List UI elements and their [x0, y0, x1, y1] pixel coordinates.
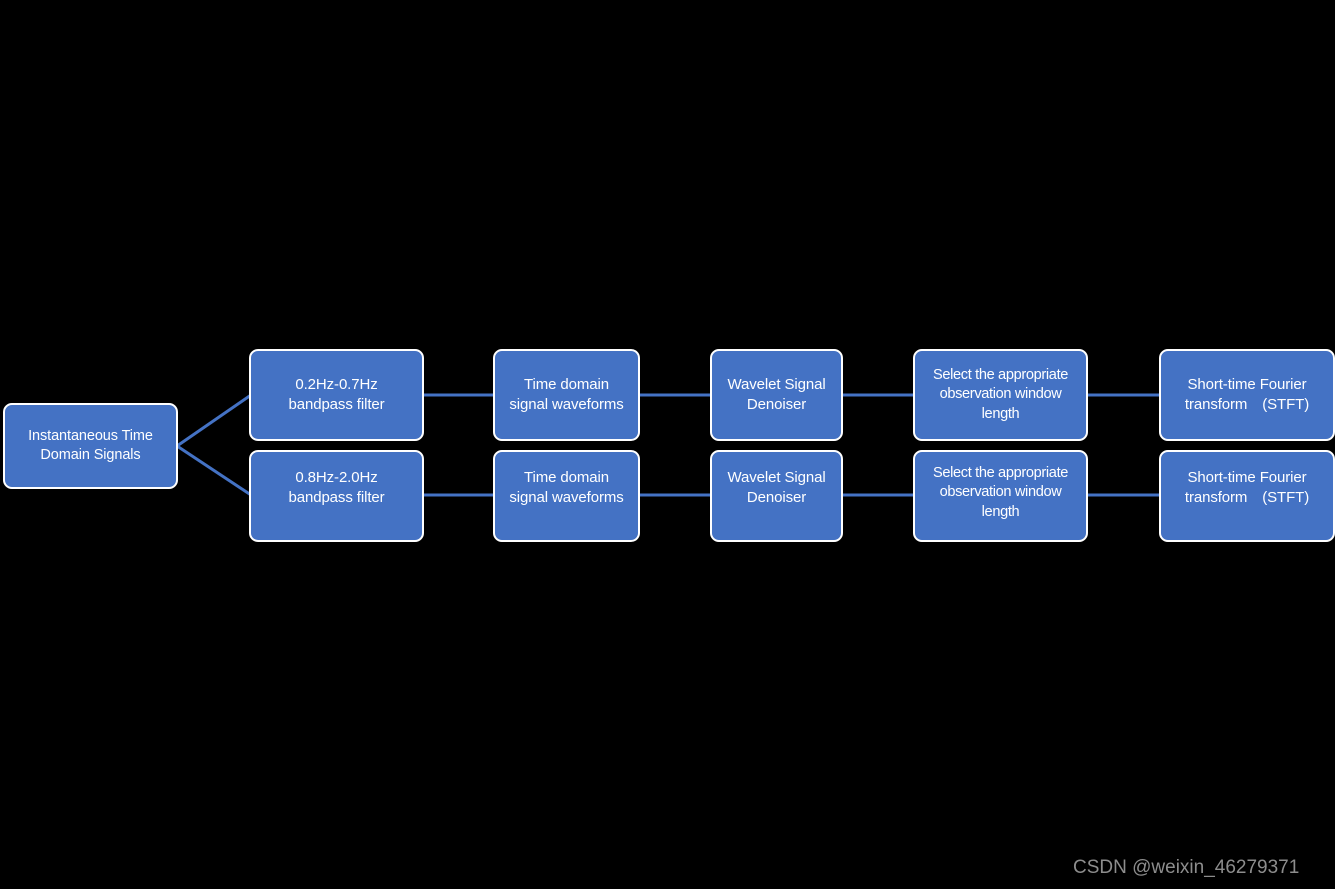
- connector-source-to-high-band-chain: [176, 444, 252, 497]
- connector-source-to-low-band-chain: [176, 393, 252, 448]
- node-high-band-chain-step-4[interactable]: Select the appropriate observation windo…: [913, 450, 1088, 542]
- node-high-band-chain-step-2[interactable]: Time domain signal waveforms: [493, 450, 640, 542]
- node-low-band-chain-step-5[interactable]: Short-time Fourier transform (STFT): [1159, 349, 1335, 441]
- node-low-band-chain-step-1[interactable]: 0.2Hz-0.7Hz bandpass filter: [249, 349, 424, 441]
- node-instantaneous-time-domain-signals[interactable]: Instantaneous Time Domain Signals: [3, 403, 178, 489]
- node-low-band-chain-step-4[interactable]: Select the appropriate observation windo…: [913, 349, 1088, 441]
- node-high-band-chain-step-5[interactable]: Short-time Fourier transform (STFT): [1159, 450, 1335, 542]
- node-high-band-chain-step-3[interactable]: Wavelet Signal Denoiser: [710, 450, 843, 542]
- csdn-watermark: CSDN @weixin_46279371: [1073, 857, 1300, 878]
- node-low-band-chain-step-3[interactable]: Wavelet Signal Denoiser: [710, 349, 843, 441]
- node-low-band-chain-step-2[interactable]: Time domain signal waveforms: [493, 349, 640, 441]
- node-high-band-chain-step-1[interactable]: 0.8Hz-2.0Hz bandpass filter: [249, 450, 424, 542]
